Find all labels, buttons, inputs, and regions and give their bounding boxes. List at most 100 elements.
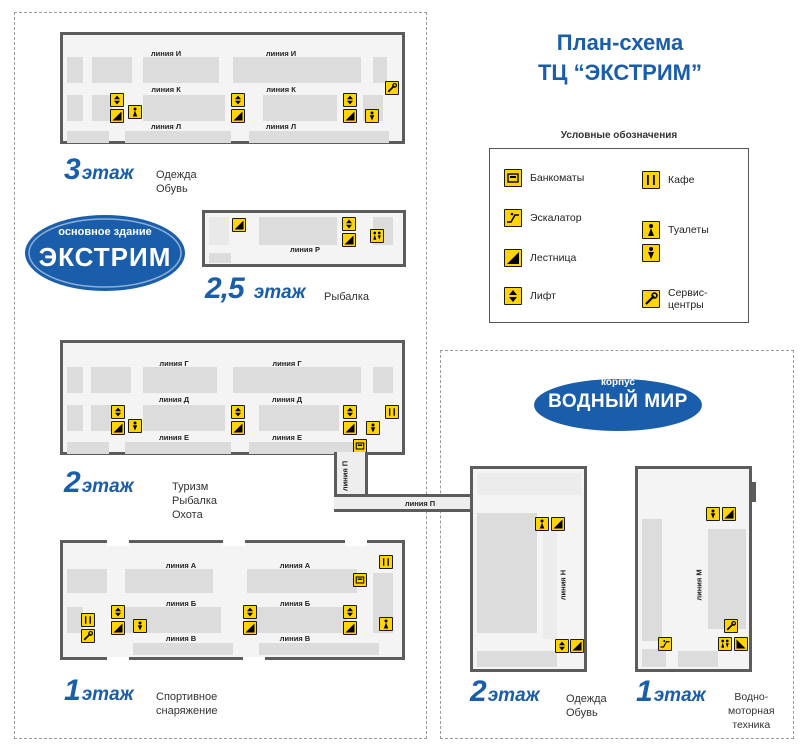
escalator-icon xyxy=(658,637,672,651)
toilet-man-icon xyxy=(365,109,379,123)
legend-item-stairs: Лестница xyxy=(504,249,576,267)
logo-caption: корпус xyxy=(600,377,635,388)
elevator-icon xyxy=(342,217,356,231)
legend-item-escalator: Эскалатор xyxy=(504,209,582,227)
cafe-icon xyxy=(379,555,393,569)
service-icon xyxy=(724,619,738,633)
water-floor2-plan: линия Н xyxy=(470,466,587,672)
floor-number: 2 xyxy=(64,466,81,499)
elevator-icon xyxy=(343,605,357,619)
line-label: линия Л xyxy=(150,122,182,131)
atm-icon xyxy=(353,573,367,587)
stairs-icon xyxy=(111,421,125,435)
line-label: линия К xyxy=(151,85,181,94)
line-label: линия Г xyxy=(272,359,302,368)
elevator-icon xyxy=(343,93,357,107)
elevator-icon xyxy=(555,639,569,653)
floor3-desc: Одежда Обувь xyxy=(156,169,197,195)
line-label: линия Л xyxy=(265,122,297,131)
page-title: План-схема ТЦ “ЭКСТРИМ” xyxy=(520,28,720,88)
legend-label-atm: Банкоматы xyxy=(530,172,585,184)
elevator-icon xyxy=(110,93,124,107)
main-building-zone xyxy=(14,12,427,739)
line-label: линия П xyxy=(404,499,436,508)
legend-label-cafe: Кафе xyxy=(668,174,695,186)
logo-name: ЭКСТРИМ xyxy=(38,242,172,272)
floor-number: 1 xyxy=(636,675,653,708)
line-label: линия Р xyxy=(290,245,320,254)
cafe-icon xyxy=(81,613,95,627)
stairs-icon xyxy=(343,421,357,435)
floor-number: 3 xyxy=(64,153,81,186)
floor-number: 1 xyxy=(64,674,81,707)
line-label: линия И xyxy=(150,49,182,58)
line-label: линия Г xyxy=(159,359,189,368)
water-world-zone xyxy=(440,350,794,739)
floor-word: этаж xyxy=(487,685,540,706)
extreme-logo: основное здание ЭКСТРИМ xyxy=(24,213,186,293)
floor1-desc: Спортивное снаряжение xyxy=(156,691,218,717)
legend-label-toilet: Туалеты xyxy=(668,224,709,236)
page-title-line1: План-схема xyxy=(556,30,684,55)
line-label: линия Б xyxy=(165,599,197,608)
elevator-icon xyxy=(231,405,245,419)
legend-label-elevator: Лифт xyxy=(530,290,556,302)
stairs-icon xyxy=(342,233,356,247)
line-label: линия Е xyxy=(159,433,189,442)
line-label: линия И xyxy=(265,49,297,58)
toilet-icon xyxy=(370,229,384,243)
legend-label-escalator: Эскалатор xyxy=(530,212,582,224)
service-icon xyxy=(385,81,399,95)
floor-word: этаж xyxy=(81,163,134,184)
stairs-icon xyxy=(231,421,245,435)
floor-word: этаж xyxy=(253,282,306,303)
floor-word: этаж xyxy=(653,685,706,706)
service-icon xyxy=(642,290,660,308)
floor2-desc: Туризм Рыбалка Охота xyxy=(172,481,217,521)
escalator-icon xyxy=(504,209,522,227)
stairs-icon xyxy=(343,109,357,123)
floor25-desc: Рыбалка xyxy=(324,291,369,303)
floor2-plan: линия Г линия Г линия Д линия Д линия Е … xyxy=(60,340,405,455)
legend-item-elevator: Лифт xyxy=(504,287,556,305)
stairs-icon xyxy=(722,507,736,521)
line-label: линия Е xyxy=(272,433,302,442)
line-label: линия В xyxy=(165,634,197,643)
elevator-icon xyxy=(343,405,357,419)
water-floor1-desc: Водно- моторная техника xyxy=(728,691,775,731)
elevator-icon xyxy=(504,287,522,305)
atm-icon xyxy=(504,169,522,187)
stairs-icon xyxy=(110,109,124,123)
legend-label-service: Сервис- центры xyxy=(668,287,708,311)
line-label: линия К xyxy=(266,85,296,94)
stairs-icon xyxy=(551,517,565,531)
legend: Банкоматы Эскалатор Лестница Лифт Кафе Т… xyxy=(489,148,749,323)
stairs-icon xyxy=(734,637,748,651)
cafe-icon xyxy=(385,405,399,419)
toilet-icon xyxy=(128,105,142,119)
floor1-plan: линия А линия А линия Б линия Б линия В … xyxy=(60,540,405,663)
toilet-icon-alt xyxy=(642,244,660,262)
cafe-icon xyxy=(642,171,660,189)
stairs-icon xyxy=(570,639,584,653)
toilet-man-icon xyxy=(133,619,147,633)
legend-item-cafe: Кафе xyxy=(642,171,694,189)
floor-number: 2,5 xyxy=(205,272,245,305)
toilet-icon xyxy=(379,617,393,631)
stairs-icon xyxy=(343,621,357,635)
toilet-icon xyxy=(718,637,732,651)
toilet-icon xyxy=(535,517,549,531)
legend-item-atm: Банкоматы xyxy=(504,169,584,187)
toilet-man-icon xyxy=(642,244,660,262)
water-floor2-desc: Одежда Обувь xyxy=(566,693,607,719)
toilet-icon xyxy=(642,221,660,239)
page-title-line2: ТЦ “ЭКСТРИМ” xyxy=(537,60,702,85)
entrance-marker xyxy=(750,482,756,502)
toilet-man-icon xyxy=(706,507,720,521)
line-label: линия М xyxy=(694,569,704,601)
